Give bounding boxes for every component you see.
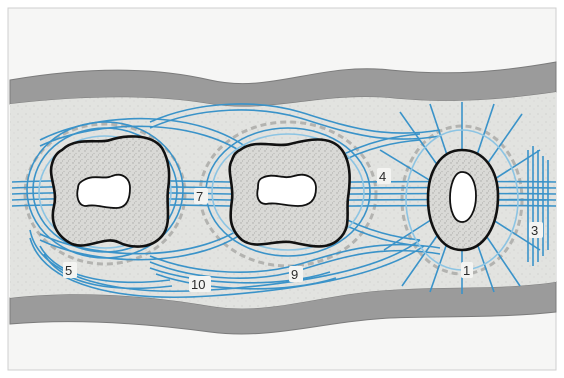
- oval-root-pulp: [450, 172, 476, 222]
- label-4: 4: [379, 169, 386, 184]
- label-1: 1: [463, 263, 470, 278]
- middle-molar-pulp: [257, 175, 316, 206]
- label-10: 10: [191, 277, 205, 292]
- left-molar-pulp: [77, 175, 130, 208]
- label-5: 5: [65, 263, 72, 278]
- label-9: 9: [291, 267, 298, 282]
- label-7: 7: [196, 189, 203, 204]
- label-3: 3: [531, 223, 538, 238]
